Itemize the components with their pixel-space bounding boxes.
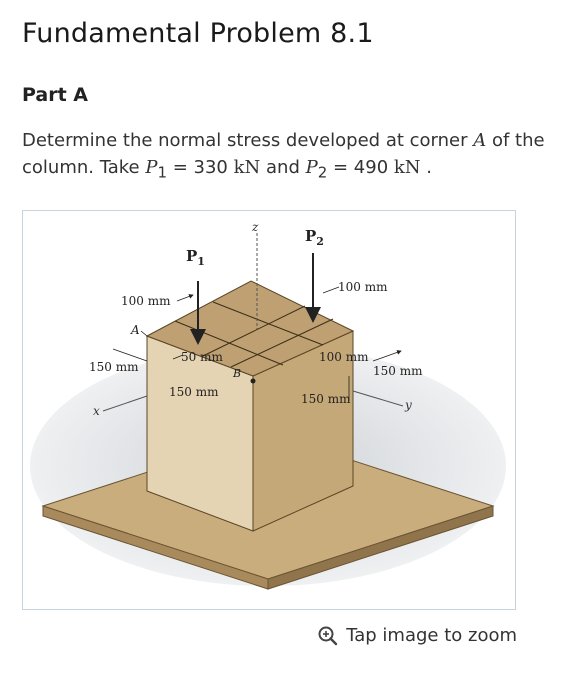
- corner-symbol: A: [473, 130, 487, 151]
- problem-figure[interactable]: z P1 P2 100 mm 100 mm A 150 mm 50 mm B 1…: [22, 210, 516, 610]
- dim-leader: [372, 350, 402, 362]
- corner-a-leader: [140, 330, 148, 337]
- base-plate-side-right: [267, 505, 494, 590]
- p2-unit: kN: [393, 157, 421, 178]
- p1-value: = 330: [167, 157, 234, 178]
- z-axis-label: z: [251, 220, 259, 234]
- question-mid: of the column. Take: [22, 130, 545, 178]
- p2-subscript: 2: [317, 163, 328, 182]
- p2-label: P2: [305, 227, 324, 248]
- p2-value: = 490: [327, 157, 394, 178]
- dim-150-front-right: 150 mm: [301, 392, 351, 406]
- dim-150-front-left: 150 mm: [169, 385, 219, 399]
- column-face-top: [145, 280, 355, 377]
- top-grid-line: [230, 318, 334, 368]
- p1-symbol: P: [145, 157, 158, 178]
- part-label: Part A: [22, 84, 89, 106]
- dim-100-mid-right: 100 mm: [319, 350, 369, 364]
- x-axis: [102, 395, 148, 412]
- dim-150-left: 150 mm: [89, 360, 139, 374]
- question-end: .: [420, 157, 432, 178]
- and-text: and: [260, 157, 306, 178]
- top-grid-line: [212, 301, 324, 346]
- x-axis-label: x: [93, 404, 100, 418]
- p1-unit: kN: [233, 157, 261, 178]
- dim-leader: [322, 286, 340, 294]
- dim-150-right: 150 mm: [373, 364, 423, 378]
- dim-100-top-right: 100 mm: [338, 280, 388, 294]
- column-diagram: z P1 P2 100 mm 100 mm A 150 mm 50 mm B 1…: [30, 220, 506, 590]
- point-b-dot: [250, 378, 256, 384]
- y-axis: [352, 390, 404, 407]
- question-intro: Determine the normal stress developed at…: [22, 130, 474, 151]
- question-text: Determine the normal stress developed at…: [22, 127, 552, 187]
- dim-leader: [112, 348, 148, 362]
- dim-leader: [172, 354, 184, 360]
- point-b-label: B: [232, 367, 241, 380]
- corner-a-label: A: [130, 323, 140, 337]
- problem-title: Fundamental Problem 8.1: [22, 18, 374, 49]
- p2-symbol: P: [305, 157, 318, 178]
- dim-leader: [176, 294, 194, 302]
- p1-label: P1: [186, 247, 205, 268]
- y-axis-label: y: [404, 398, 412, 412]
- dim-50: 50 mm: [181, 350, 223, 364]
- zoom-in-icon: [318, 626, 338, 646]
- zoom-label: Tap image to zoom: [346, 625, 517, 646]
- top-grid-line: [202, 305, 306, 357]
- dim-100-left: 100 mm: [121, 294, 171, 308]
- tap-to-zoom[interactable]: Tap image to zoom: [318, 625, 517, 646]
- p1-subscript: 1: [157, 163, 167, 182]
